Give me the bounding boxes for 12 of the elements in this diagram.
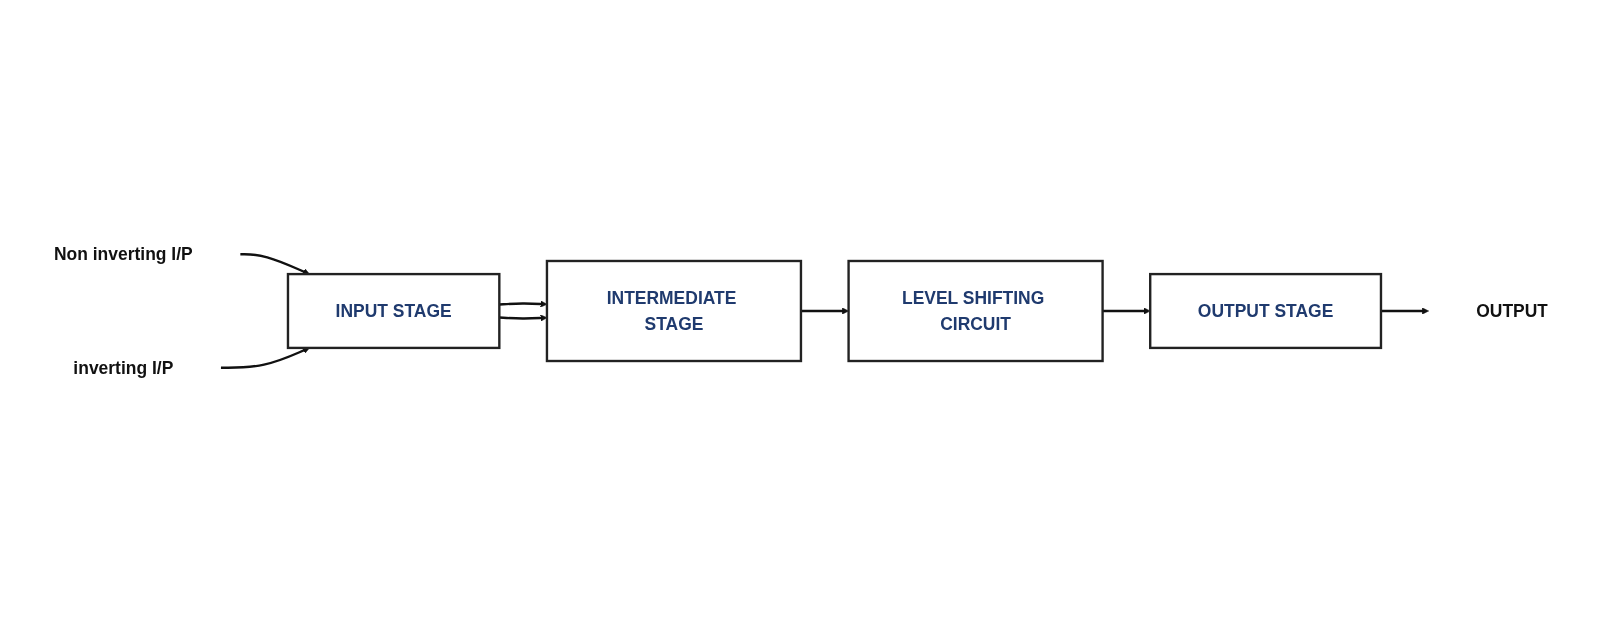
node-box: INTERMEDIATE STAGE: [545, 259, 803, 363]
node-text: OUTPUT: [1476, 301, 1549, 321]
arrow: [1380, 307, 1429, 315]
arrow: [1102, 307, 1151, 315]
node-text: Non inverting I/P: [53, 244, 193, 265]
arrow: [220, 347, 310, 369]
node-box: OUTPUT STAGE: [1149, 272, 1383, 350]
node-text: inverting I/P: [73, 357, 174, 378]
node-box: LEVEL SHIFTING CIRCUIT: [847, 259, 1104, 363]
node-box: INPUT STAGE: [286, 272, 501, 350]
arrow: [240, 253, 310, 275]
arrow: [800, 307, 849, 315]
